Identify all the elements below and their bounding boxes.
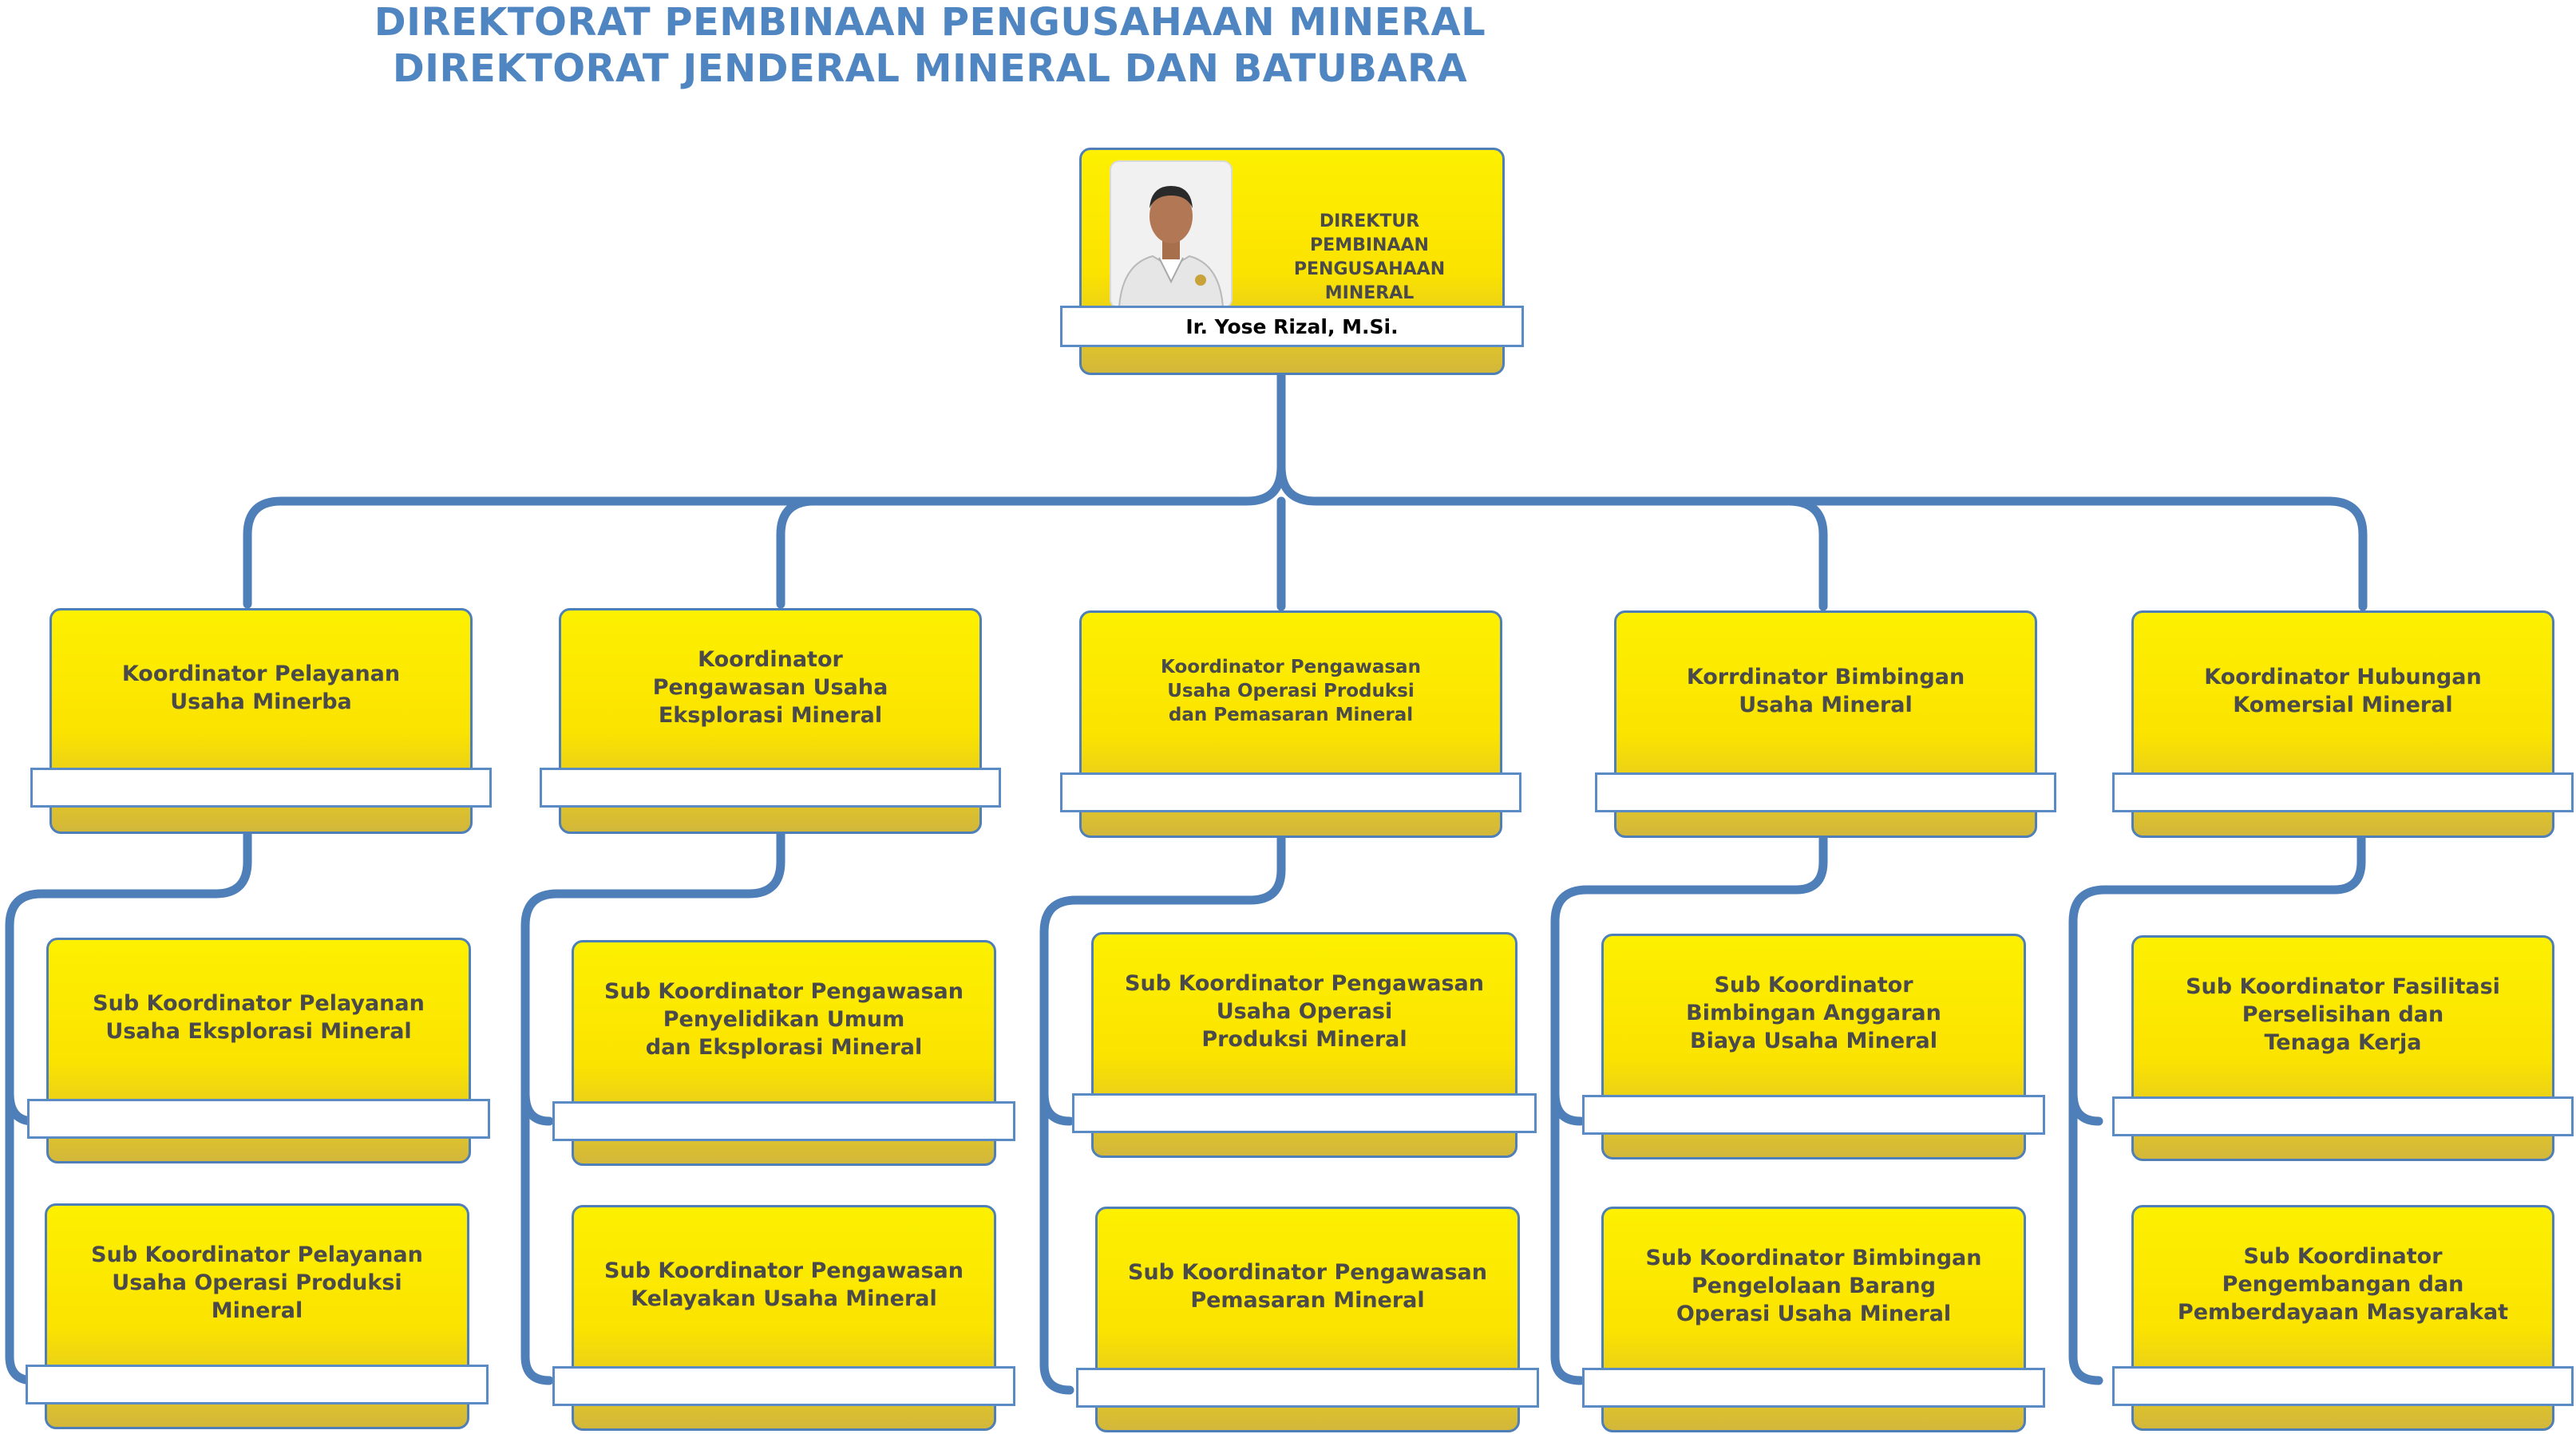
subcoordinator-bar xyxy=(2112,1096,2574,1136)
subcoordinator-bar xyxy=(552,1366,1015,1406)
subcoordinator-bar xyxy=(27,1099,490,1139)
coordinator-card-4: Korrdinator Bimbingan Usaha Mineral xyxy=(1595,610,2056,838)
coordinator-bar xyxy=(540,768,1001,808)
subcoordinator-card-2-2: Sub Koordinator Pengawasan Kelayakan Usa… xyxy=(552,1205,1015,1431)
subcoordinator-card-5-2: Sub Koordinator Pengembangan dan Pemberd… xyxy=(2112,1205,2574,1431)
subcoordinator-card-4-2: Sub Koordinator Bimbingan Pengelolaan Ba… xyxy=(1582,1207,2045,1432)
subcoordinator-label: Sub Koordinator Pelayanan Usaha Operasi … xyxy=(91,1242,423,1323)
subcoordinator-bar xyxy=(2112,1366,2574,1406)
coordinator-bar xyxy=(30,768,492,808)
director-title: DIREKTUR PEMBINAAN PENGUSAHAAN MINERAL xyxy=(1293,211,1446,303)
subcoordinator-card-5-1: Sub Koordinator Fasilitasi Perselisihan … xyxy=(2112,935,2574,1161)
coordinator-label: Korrdinator Bimbingan Usaha Mineral xyxy=(1686,664,1965,717)
subcoordinator-label: Sub Koordinator Bimbingan Anggaran Biaya… xyxy=(1686,973,1941,1053)
coordinator-label: Koordinator Pelayanan Usaha Minerba xyxy=(121,661,401,714)
director-photo xyxy=(1110,160,1233,309)
director-name: Ir. Yose Rizal, M.Si. xyxy=(1060,306,1524,347)
subcoordinator-label: Sub Koordinator Bimbingan Pengelolaan Ba… xyxy=(1645,1246,1982,1326)
subcoordinator-bar xyxy=(1072,1093,1537,1133)
subcoordinator-card-3-2: Sub Koordinator Pengawasan Pemasaran Min… xyxy=(1076,1207,1539,1432)
coordinator-bar xyxy=(2112,772,2574,812)
subcoordinator-label: Sub Koordinator Pengawasan Pemasaran Min… xyxy=(1128,1259,1487,1313)
subcoordinator-bar xyxy=(552,1101,1015,1141)
subcoordinator-bar xyxy=(26,1365,489,1404)
title-line-2: DIREKTORAT JENDERAL MINERAL DAN BATUBARA xyxy=(392,46,1468,91)
subcoordinator-label: Sub Koordinator Pelayanan Usaha Eksplora… xyxy=(93,990,425,1044)
subcoordinator-card-1-2: Sub Koordinator Pelayanan Usaha Operasi … xyxy=(26,1203,489,1429)
subcoordinator-card-4-1: Sub Koordinator Bimbingan Anggaran Biaya… xyxy=(1582,934,2045,1159)
subcoordinator-bar xyxy=(1582,1368,2045,1408)
coordinator-card-1: Koordinator Pelayanan Usaha Minerba xyxy=(30,608,492,834)
subcoordinator-bar xyxy=(1582,1095,2045,1135)
coordinator-bar xyxy=(1060,772,1521,812)
subcoordinator-card-2-1: Sub Koordinator Pengawasan Penyelidikan … xyxy=(552,940,1015,1166)
subcoordinator-card-1-1: Sub Koordinator Pelayanan Usaha Eksplora… xyxy=(27,938,490,1163)
coordinator-label: Koordinator Pengawasan Usaha Operasi Pro… xyxy=(1161,656,1421,725)
coordinator-card-3: Koordinator Pengawasan Usaha Operasi Pro… xyxy=(1060,610,1521,838)
subcoordinator-label: Sub Koordinator Pengembangan dan Pemberd… xyxy=(2177,1244,2509,1325)
title-line-1: DIREKTORAT PEMBINAAN PENGUSAHAAN MINERAL xyxy=(374,0,1486,45)
coordinator-label: Koordinator Hubungan Komersial Mineral xyxy=(2204,664,2482,717)
subcoordinator-bar xyxy=(1076,1368,1539,1408)
coordinator-bar xyxy=(1595,772,2056,812)
subcoordinator-label: Sub Koordinator Pengawasan Kelayakan Usa… xyxy=(604,1258,964,1311)
subcoordinator-label: Sub Koordinator Pengawasan Penyelidikan … xyxy=(604,979,964,1060)
subcoordinator-card-3-1: Sub Koordinator Pengawasan Usaha Operasi… xyxy=(1072,932,1537,1158)
coordinator-card-5: Koordinator Hubungan Komersial Mineral xyxy=(2112,610,2574,838)
subcoordinator-label: Sub Koordinator Pengawasan Usaha Operasi… xyxy=(1125,971,1484,1052)
coordinator-label: Koordinator Pengawasan Usaha Eksplorasi … xyxy=(652,647,888,728)
subcoordinator-label: Sub Koordinator Fasilitasi Perselisihan … xyxy=(2186,974,2500,1055)
director-card: DIREKTUR PEMBINAAN PENGUSAHAAN MINERAL I… xyxy=(1060,148,1524,375)
coordinator-card-2: Koordinator Pengawasan Usaha Eksplorasi … xyxy=(540,608,1001,834)
